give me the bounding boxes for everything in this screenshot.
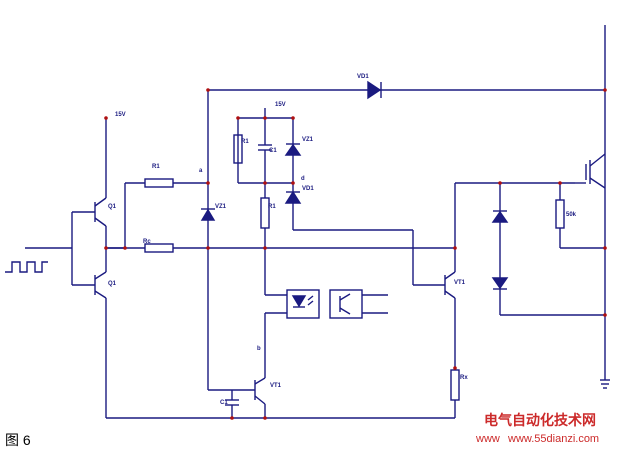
label-r1-mid: R1 [268, 204, 276, 210]
label-c1-box: C1 [269, 148, 277, 154]
label-r50: 50k [566, 212, 577, 218]
resistor-rg [106, 243, 455, 253]
transistor-vt1-bottom [207, 248, 266, 418]
upper-protection-box [233, 108, 414, 285]
right-rail [600, 25, 610, 389]
transistor-vt1-right [413, 183, 460, 418]
transistor-q1 [94, 197, 107, 272]
output-igbt [575, 153, 606, 189]
label-node-b: b [257, 346, 261, 352]
label-c1-bottom: C1 [220, 400, 228, 406]
label-vd1-top: VD1 [357, 74, 369, 80]
watermark-cn: 电气自动化技术网 [484, 412, 596, 428]
resistor-r1-mid [260, 183, 287, 296]
label-15v-mid: 15V [275, 102, 286, 108]
label-r-adj: Rx [460, 375, 468, 381]
watermark-url: www.55dianzi.com [507, 433, 599, 445]
label-q1: Q1 [108, 204, 117, 210]
label-vt1-bottom: VT1 [270, 383, 282, 389]
label-vz1: VZ1 [215, 204, 227, 210]
optocoupler [264, 289, 388, 378]
label-vd1-box: VD1 [302, 186, 314, 192]
label-15v-left: 15V [115, 112, 126, 118]
label-vz1-box: VZ1 [302, 137, 314, 143]
figure-label: 图 6 [5, 432, 31, 448]
junction-dots [104, 88, 607, 420]
watermark-prefix: www [475, 433, 500, 445]
label-r1-box: R1 [241, 139, 249, 145]
transistor-q2 [94, 271, 107, 418]
label-q2: Q1 [108, 281, 117, 287]
label-rg: Rc [143, 239, 151, 245]
gate-network [455, 182, 605, 316]
zener-vz1 [200, 208, 216, 221]
top-vd1-branch [207, 80, 605, 248]
resistor-r1-left [106, 178, 208, 249]
label-node-a: a [199, 168, 203, 174]
label-r1-left: R1 [152, 164, 160, 170]
label-node-d: d [301, 176, 305, 182]
label-vt1-right: VT1 [454, 280, 466, 286]
input-pulse-signal [5, 247, 72, 273]
